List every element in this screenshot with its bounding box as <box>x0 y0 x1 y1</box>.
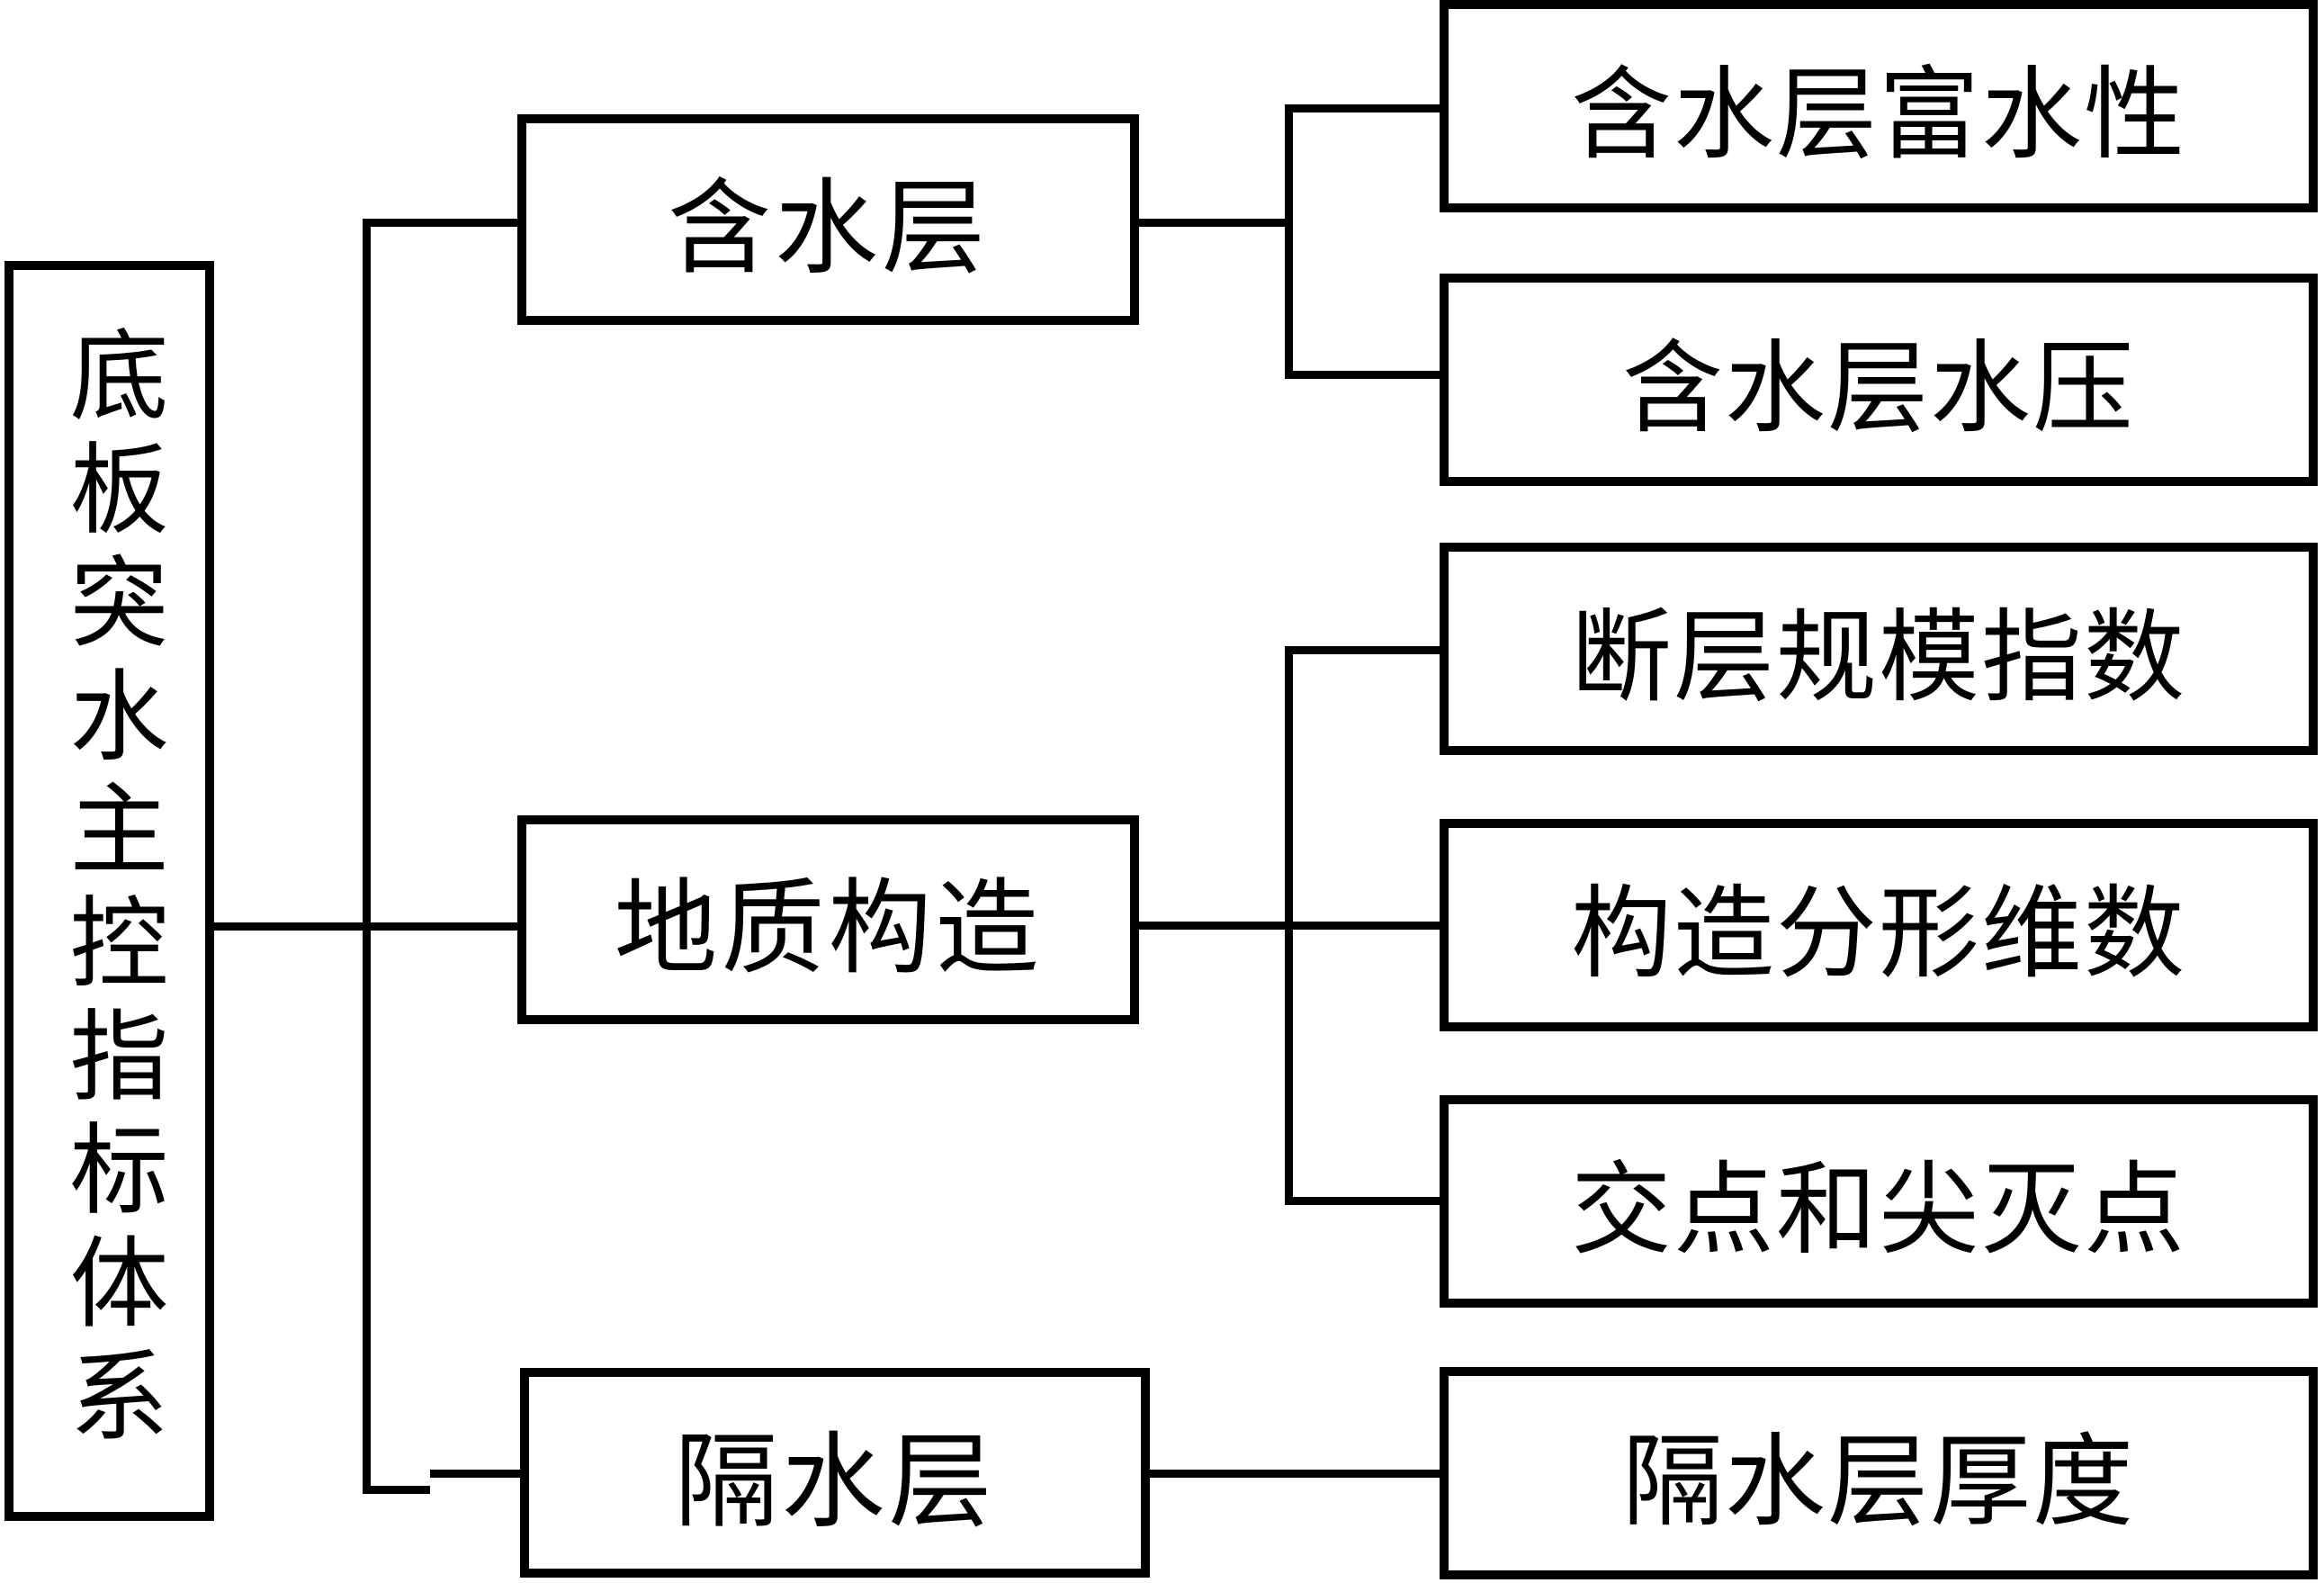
connector-to-water-abundance <box>1285 104 1440 112</box>
connector-geostructure-distributor-vertical <box>1285 646 1293 1205</box>
leaf-label: 含水层水压 <box>1622 334 2135 445</box>
connector-trunk-bottom-stub <box>363 1486 430 1494</box>
connector-trunk-vertical <box>363 219 371 1494</box>
group-node-aquiclude: 隔水层 <box>520 1368 1150 1578</box>
connector-to-intersection-points <box>1285 1197 1440 1205</box>
group-node-geological-structure: 地质构造 <box>517 815 1139 1024</box>
leaf-label: 隔水层厚度 <box>1622 1427 2135 1539</box>
leaf-label: 断层规模指数 <box>1571 603 2186 715</box>
leaf-node-aquiclude-thickness: 隔水层厚度 <box>1440 1367 2318 1579</box>
connector-trunk-to-aquifer <box>363 219 517 227</box>
group-node-aquifer-label: 含水层 <box>667 172 989 286</box>
leaf-label: 交点和尖灭点 <box>1571 1156 2186 1267</box>
connector-aquifer-distributor-vertical <box>1285 104 1293 379</box>
leaf-node-structural-fractal-dimension: 构造分形维数 <box>1440 819 2318 1031</box>
connector-aquifer-stem <box>1139 219 1293 227</box>
connector-to-aquiclude <box>430 1470 520 1478</box>
group-node-aquifer: 含水层 <box>517 114 1139 325</box>
connector-to-water-pressure <box>1285 371 1440 379</box>
connector-root-to-geostructure <box>214 922 517 931</box>
root-node-box: 底板突水主控指标体系 <box>4 261 214 1521</box>
leaf-node-intersection-pinchout-points: 交点和尖灭点 <box>1440 1095 2318 1308</box>
group-node-aquiclude-label: 隔水层 <box>674 1425 996 1540</box>
connector-to-aquiclude-thickness <box>1150 1470 1440 1478</box>
leaf-node-fault-scale-index: 断层规模指数 <box>1440 543 2318 755</box>
leaf-node-aquifer-water-pressure: 含水层水压 <box>1440 274 2318 486</box>
leaf-label: 构造分形维数 <box>1571 879 2186 991</box>
root-node-label: 底板突水主控指标体系 <box>54 324 165 1458</box>
group-node-geological-structure-label: 地质构造 <box>614 872 1043 986</box>
leaf-node-aquifer-water-abundance: 含水层富水性 <box>1440 0 2318 212</box>
connector-to-fault-scale-index <box>1285 646 1440 654</box>
leaf-label: 含水层富水性 <box>1571 60 2186 172</box>
